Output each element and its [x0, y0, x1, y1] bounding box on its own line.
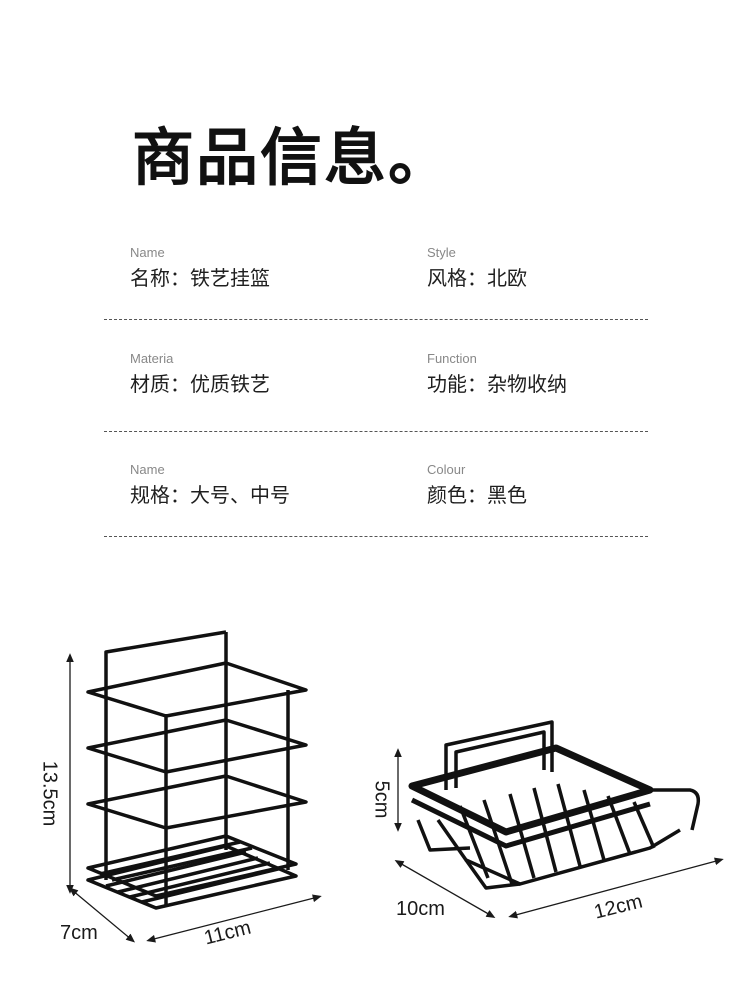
large-rack-image — [86, 630, 308, 910]
spec-colour-label-en: Colour — [427, 462, 466, 477]
spec-material: Materia 材质：优质铁艺 — [130, 350, 430, 398]
spec-name-label-en: Name — [130, 245, 165, 260]
spec-size-label-en: Name — [130, 462, 165, 477]
small-height-label: 5cm — [370, 780, 393, 819]
spec-function: Function 功能：杂物收纳 — [427, 350, 727, 398]
spec-name: Name 名称：铁艺挂篮 — [130, 244, 430, 292]
spec-function-label-en: Function — [427, 351, 477, 366]
spec-function-value: 功能：杂物收纳 — [427, 372, 567, 396]
spec-size: Name 规格：大号、中号 — [130, 461, 430, 509]
spec-colour-value: 颜色：黑色 — [427, 483, 527, 507]
divider — [104, 319, 648, 320]
spec-style-label-en: Style — [427, 245, 456, 260]
divider — [104, 536, 648, 537]
spec-name-value: 名称：铁艺挂篮 — [130, 266, 270, 290]
small-tray-image — [408, 720, 701, 890]
page-title: 商品信息。 — [132, 121, 453, 194]
spec-style-value: 风格：北欧 — [427, 266, 527, 290]
small-depth-label: 10cm — [396, 898, 445, 920]
large-height-label: 13.5cm — [38, 760, 61, 827]
spec-material-value: 材质：优质铁艺 — [130, 372, 270, 396]
spec-style: Style 风格：北欧 — [427, 244, 727, 292]
spec-size-value: 规格：大号、中号 — [130, 483, 290, 507]
spec-colour: Colour 颜色：黑色 — [427, 461, 727, 509]
large-depth-label: 7cm — [60, 922, 98, 944]
spec-material-label-en: Materia — [130, 351, 174, 366]
divider — [104, 431, 648, 432]
